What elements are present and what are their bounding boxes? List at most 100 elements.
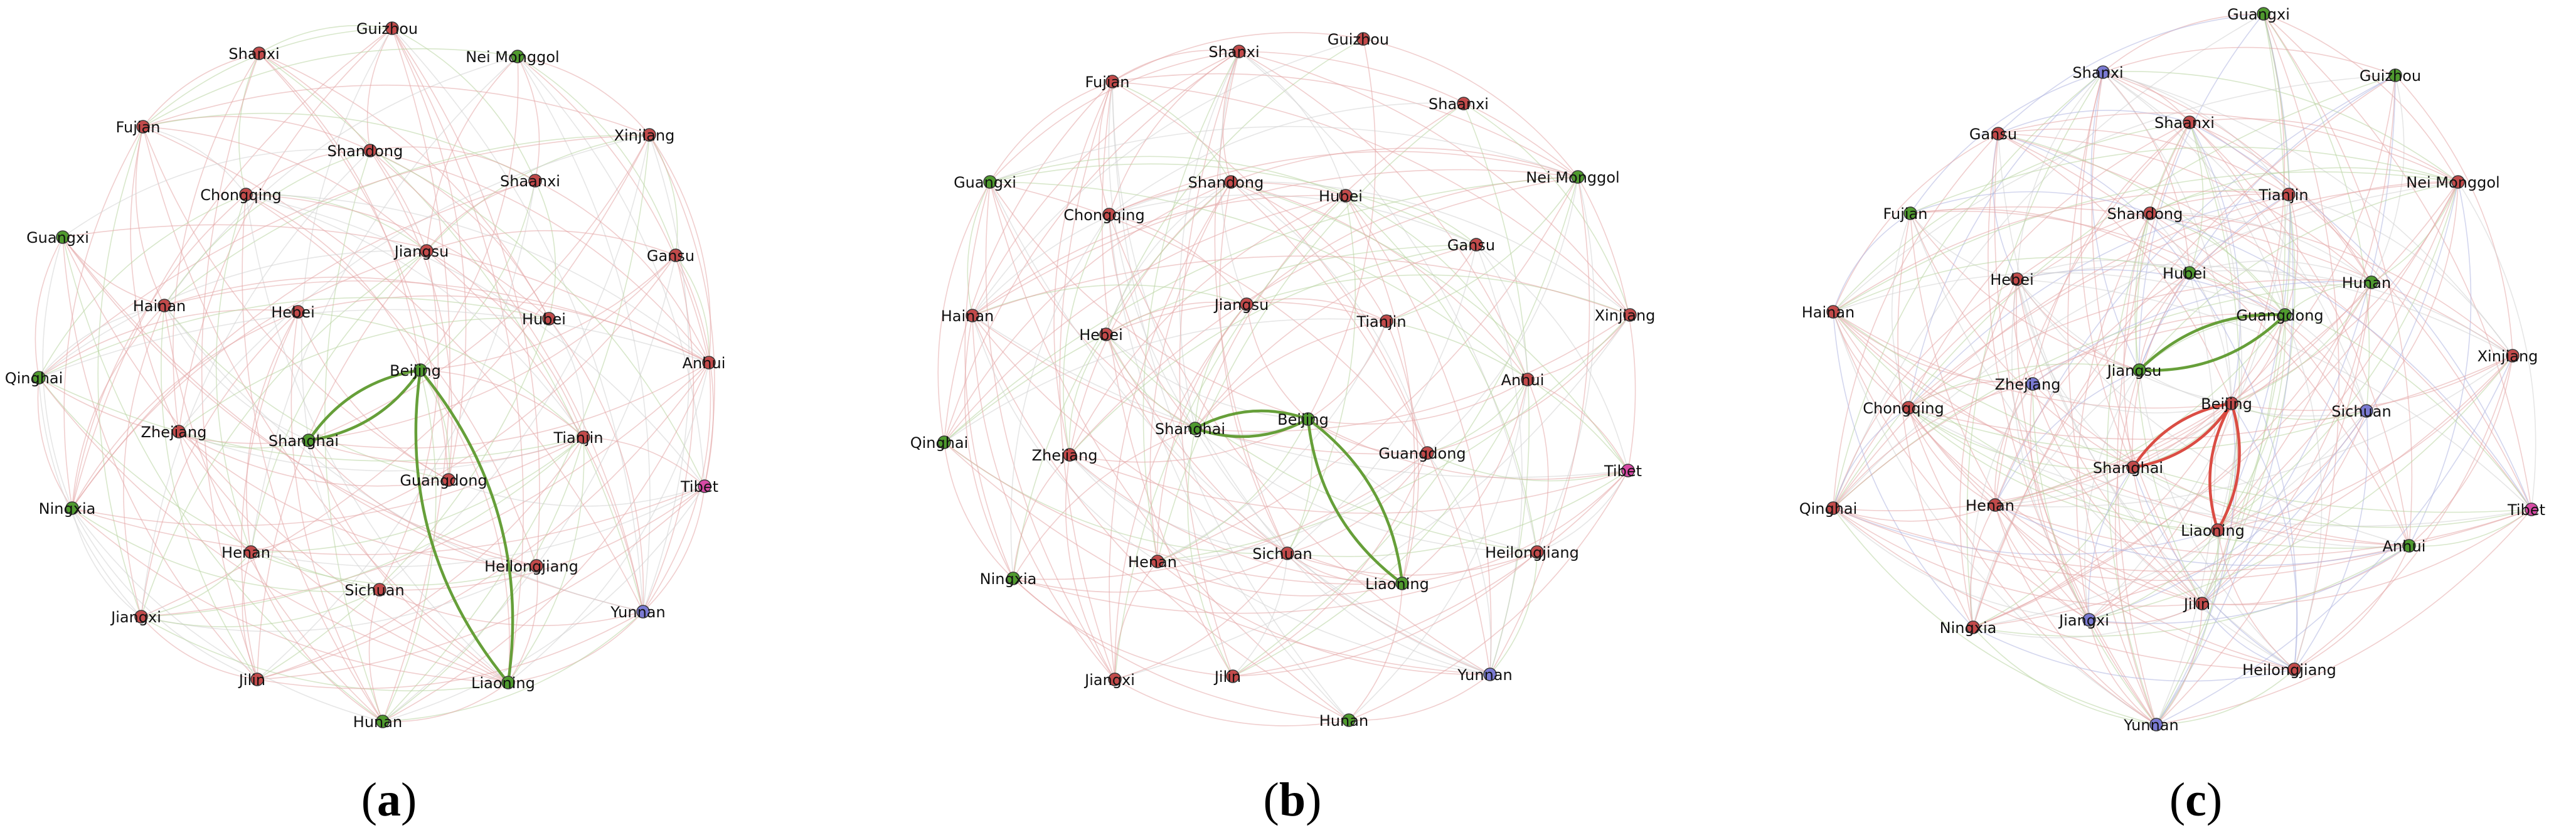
network-edge bbox=[366, 28, 393, 151]
node-label-anhui: Anhui bbox=[683, 354, 726, 372]
network-edge bbox=[142, 53, 260, 127]
node-label-yunnan: Yunnan bbox=[1457, 666, 1512, 684]
node-label-tibet: Tibet bbox=[680, 478, 718, 496]
network-edge bbox=[1013, 428, 1196, 579]
network-edge bbox=[1219, 51, 1247, 305]
node-label-jilin: Jilin bbox=[238, 671, 265, 689]
network-edge bbox=[123, 305, 165, 617]
strong-edge-beijing-shanghai bbox=[307, 368, 421, 442]
network-edge bbox=[1348, 470, 1629, 721]
node-jiangsu bbox=[420, 244, 434, 258]
node-label-shanxi: Shanxi bbox=[1208, 43, 1259, 61]
node-nei-monggol bbox=[1571, 170, 1585, 184]
network-edge bbox=[2123, 122, 2190, 468]
node-label-guangdong: Guangdong bbox=[400, 472, 487, 489]
network-edge bbox=[1246, 298, 1387, 322]
network-edge bbox=[426, 250, 644, 612]
network-edge bbox=[2156, 509, 2532, 725]
network-edge bbox=[1972, 75, 2396, 628]
network-edge bbox=[141, 311, 299, 617]
network-edge bbox=[1833, 190, 2289, 312]
network-edge bbox=[370, 150, 710, 363]
node-chongqing bbox=[239, 188, 253, 201]
network-edge bbox=[242, 551, 258, 680]
network-edge bbox=[944, 442, 1014, 579]
network-edge bbox=[301, 28, 393, 441]
node-label-jiangsu: Jiangsu bbox=[2106, 362, 2162, 380]
node-label-shanxi: Shanxi bbox=[2072, 64, 2123, 82]
node-hainan bbox=[157, 299, 171, 312]
network-edge bbox=[62, 237, 537, 566]
network-edge bbox=[1195, 244, 1477, 429]
node-label-sichuan: Sichuan bbox=[344, 582, 404, 599]
node-heilongjiang bbox=[530, 559, 543, 573]
network-edge bbox=[1833, 133, 1999, 312]
node-label-nei-monggol: Nei Monggol bbox=[466, 48, 559, 66]
network-edge bbox=[2156, 669, 2295, 725]
node-yunnan bbox=[1483, 667, 1497, 681]
network-edge bbox=[2156, 282, 2372, 725]
network-edge bbox=[2408, 181, 2472, 546]
network-edge bbox=[1105, 334, 1491, 675]
network-edge bbox=[2201, 529, 2220, 604]
node-label-guizhou: Guizhou bbox=[2360, 67, 2421, 85]
network-edge bbox=[2156, 529, 2219, 725]
network-edge bbox=[1105, 38, 1364, 335]
node-label-jilin: Jilin bbox=[1213, 668, 1241, 686]
network-edge bbox=[1053, 81, 1113, 455]
network-edge bbox=[164, 277, 550, 319]
network-edge bbox=[1109, 102, 1464, 215]
network-edge bbox=[297, 295, 710, 363]
node-label-xinjiang: Xinjiang bbox=[1595, 307, 1656, 324]
network-edge bbox=[258, 53, 421, 371]
node-shanxi bbox=[252, 46, 266, 60]
network-edge bbox=[258, 24, 393, 54]
node-anhui bbox=[702, 356, 716, 369]
network-edge bbox=[257, 437, 584, 680]
node-henan bbox=[244, 545, 258, 559]
network-edge bbox=[2288, 194, 2513, 356]
network-edge bbox=[1287, 452, 1428, 554]
node-label-nei-monggol: Nei Monggol bbox=[1526, 169, 1619, 186]
network-edge bbox=[164, 305, 383, 722]
network-edge bbox=[38, 309, 710, 378]
network-edge bbox=[308, 440, 537, 566]
node-qinghai bbox=[937, 435, 951, 449]
node-label-hebei: Hebei bbox=[1079, 326, 1122, 344]
network-edge bbox=[1833, 311, 1974, 628]
node-label-henan: Henan bbox=[1966, 497, 2014, 514]
network-edge bbox=[1230, 181, 1631, 316]
network-edge bbox=[2136, 213, 2203, 604]
network-edge bbox=[1998, 110, 2190, 134]
strong-edge-layer bbox=[1194, 409, 1404, 585]
network-edge bbox=[368, 589, 383, 722]
network-edge bbox=[517, 56, 705, 487]
network-edge bbox=[1109, 194, 1477, 245]
network-edge bbox=[2016, 279, 2532, 510]
network-edge bbox=[38, 305, 165, 378]
network-edge bbox=[1402, 379, 1528, 584]
network-edge bbox=[972, 315, 1115, 680]
network-edge bbox=[370, 150, 644, 612]
node-label-ningxia: Ningxia bbox=[39, 500, 96, 518]
network-edge bbox=[1427, 379, 1528, 454]
strong-edge-beijing-liaoning bbox=[1306, 418, 1403, 585]
network-edge bbox=[178, 431, 252, 553]
node-liaoning bbox=[1395, 577, 1409, 590]
network-edge bbox=[675, 255, 710, 363]
node-label-jiangxi: Jiangxi bbox=[1083, 671, 1135, 689]
network-edge bbox=[2032, 122, 2190, 385]
node-tianjin bbox=[2282, 188, 2296, 201]
network-edge bbox=[164, 305, 309, 441]
network-edge bbox=[1833, 311, 1909, 408]
network-edge bbox=[391, 28, 644, 612]
network-edge bbox=[201, 53, 260, 680]
network-edge bbox=[72, 508, 509, 683]
network-edge bbox=[972, 315, 1158, 562]
network-edge bbox=[35, 237, 63, 378]
network-edge bbox=[1994, 383, 2033, 506]
strong-edge-layer bbox=[2132, 313, 2286, 531]
node-sichuan bbox=[2360, 404, 2373, 418]
network-edge bbox=[1345, 195, 1415, 584]
